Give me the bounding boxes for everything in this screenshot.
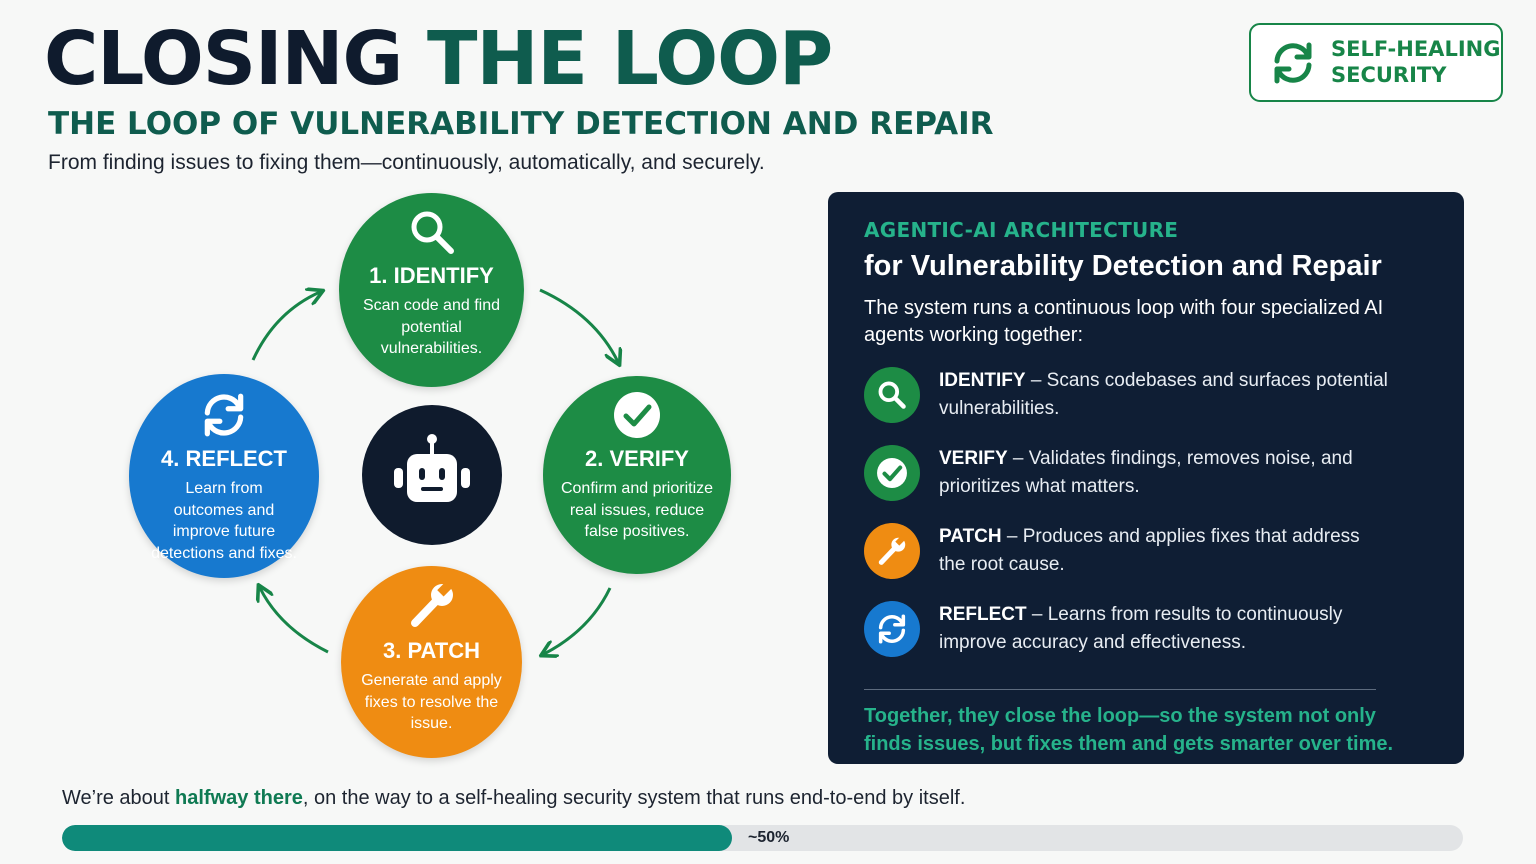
- step-patch-title: 3. PATCH: [383, 638, 480, 663]
- agent-list: IDENTIFY – Scans codebases and surfaces …: [864, 367, 1428, 679]
- step-verify-title: 2. VERIFY: [585, 446, 689, 471]
- step-identify-desc: Scan code and find potential vulnerabili…: [363, 297, 500, 358]
- step-patch: 3. PATCH Generate and apply fixes to res…: [341, 566, 522, 758]
- progress-caption: We’re about halfway there, on the way to…: [62, 787, 965, 810]
- panel-footer: Together, they close the loop—so the sys…: [864, 705, 1394, 755]
- robot-hub: [362, 405, 502, 545]
- page-subtitle: THE LOOP OF VULNERABILITY DETECTION AND …: [48, 106, 994, 142]
- architecture-panel: AGENTIC-AI ARCHITECTURE for Vulnerabilit…: [828, 192, 1464, 764]
- panel-eyebrow: AGENTIC-AI ARCHITECTURE: [864, 218, 1179, 242]
- agent-patch-badge: [864, 523, 920, 579]
- agent-verify-name: VERIFY: [939, 448, 1008, 469]
- panel-heading: for Vulnerability Detection and Repair: [864, 250, 1382, 282]
- arrow-patch-to-reflect: [260, 588, 329, 654]
- self-healing-badge: SELF-HEALING SECURITY: [1249, 23, 1503, 102]
- robot-icon: [394, 434, 470, 502]
- loop-arrows: [251, 0, 760, 780]
- agent-verify-desc: – Validates findings, removes noise, and…: [939, 448, 1353, 497]
- arrow-identify-to-verify: [539, 288, 618, 362]
- progress-label: ~50%: [748, 829, 790, 846]
- title-part-1: CLOSING: [44, 16, 427, 102]
- step-reflect-title: 4. REFLECT: [161, 446, 287, 471]
- progress-bar-fill: [62, 825, 732, 851]
- agent-identify-badge: [864, 367, 920, 423]
- wrench-icon: [410, 580, 453, 627]
- step-identify-title: 1. IDENTIFY: [369, 263, 494, 288]
- badge-line-2: SECURITY: [1331, 62, 1447, 87]
- progress-caption-start: We’re about: [62, 787, 176, 809]
- wrench-icon: [878, 535, 906, 565]
- panel-divider: [864, 689, 1376, 690]
- agent-patch-name: PATCH: [939, 526, 1002, 547]
- tagline: From finding issues to fixing them—conti…: [48, 151, 765, 174]
- agent-reflect-desc: – Learns from results to continuously im…: [939, 604, 1343, 653]
- refresh-icon: [878, 614, 906, 644]
- title-part-2: THE LOOP: [427, 16, 833, 102]
- agent-identify-desc: – Scans codebases and surfaces potential…: [939, 370, 1388, 419]
- agent-identify-name: IDENTIFY: [939, 370, 1026, 391]
- refresh-icon: [204, 393, 244, 437]
- agent-reflect-name: REFLECT: [939, 604, 1027, 625]
- arrow-reflect-to-identify: [251, 292, 320, 361]
- agent-identify: IDENTIFY – Scans codebases and surfaces …: [864, 367, 1428, 445]
- agent-reflect: REFLECT – Learns from results to continu…: [864, 601, 1428, 679]
- agent-verify: VERIFY – Validates findings, removes noi…: [864, 445, 1428, 523]
- check-icon: [614, 392, 660, 438]
- agent-patch-desc: – Produces and applies fixes that addres…: [939, 526, 1360, 575]
- panel-intro: The system runs a continuous loop with f…: [864, 297, 1384, 346]
- badge-line-1: SELF-HEALING: [1331, 37, 1501, 62]
- agent-reflect-badge: [864, 601, 920, 657]
- arrow-verify-to-patch: [544, 587, 612, 654]
- check-icon: [877, 458, 907, 488]
- step-patch-desc: Generate and apply fixes to resolve the …: [361, 672, 502, 733]
- agent-verify-badge: [864, 445, 920, 501]
- search-icon: [411, 211, 454, 254]
- step-verify-desc: Confirm and prioritize real issues, redu…: [560, 480, 714, 541]
- refresh-icon: [1274, 42, 1312, 83]
- search-icon: [878, 381, 906, 409]
- step-verify: 2. VERIFY Confirm and prioritize real is…: [543, 376, 731, 574]
- step-reflect: 4. REFLECT Learn from outcomes and impro…: [129, 374, 319, 578]
- step-reflect-desc: Learn from outcomes and improve future d…: [151, 480, 297, 562]
- progress-caption-end: , on the way to a self-healing security …: [302, 787, 966, 809]
- agent-patch: PATCH – Produces and applies fixes that …: [864, 523, 1428, 601]
- step-identify: 1. IDENTIFY Scan code and find potential…: [339, 193, 524, 387]
- page-title: CLOSING THE LOOP: [44, 22, 833, 96]
- progress-bar: [62, 825, 1463, 851]
- progress-caption-highlight: halfway there: [175, 787, 303, 809]
